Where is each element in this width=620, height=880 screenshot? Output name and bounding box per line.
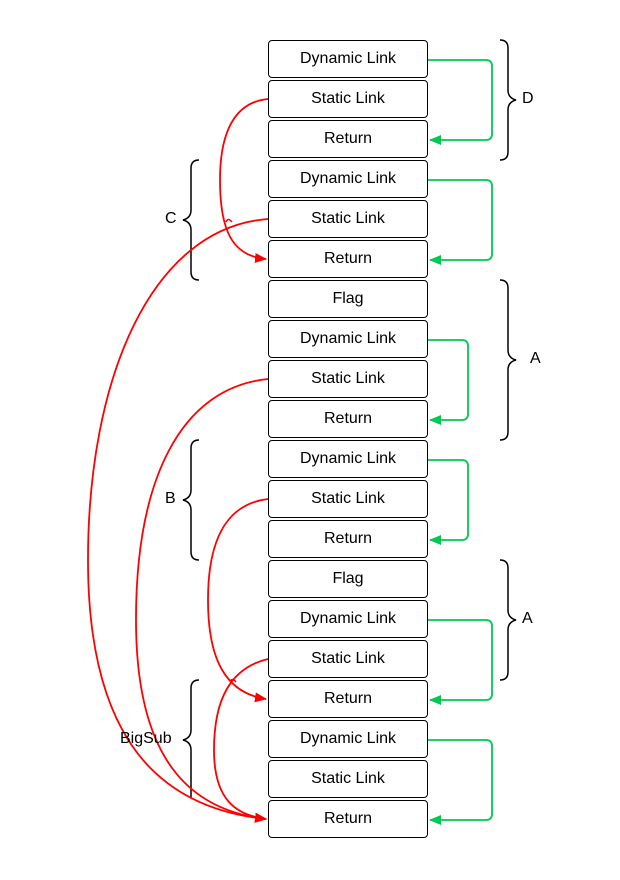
- brace-label-bigsub: BigSub: [120, 730, 172, 747]
- static-link-arrow-a2: [213, 658, 269, 823]
- brace-label-c: C: [165, 210, 177, 227]
- frame-dynamic-link: Dynamic Link: [268, 320, 428, 358]
- frame-return: Return: [268, 120, 428, 158]
- dynamic-link-arrow-a1: [428, 339, 469, 425]
- dynamic-link-arrow-b: [428, 459, 469, 545]
- frame-static-link: Static Link: [268, 80, 428, 118]
- frame-dynamic-link: Dynamic Link: [268, 40, 428, 78]
- brace-label-b: B: [165, 490, 176, 507]
- brace-d: [499, 39, 517, 161]
- frame-flag: Flag: [268, 280, 428, 318]
- frame-return: Return: [268, 520, 428, 558]
- dynamic-link-arrow-c: [428, 179, 493, 265]
- brace-label-a2: A: [522, 610, 533, 627]
- frame-dynamic-link: Dynamic Link: [268, 440, 428, 478]
- frame-return: Return: [268, 680, 428, 718]
- frame-return: Return: [268, 800, 428, 838]
- frame-dynamic-link: Dynamic Link: [268, 160, 428, 198]
- brace-a1: [499, 279, 517, 441]
- static-link-arrow-d: [219, 98, 269, 264]
- frame-static-link: Static Link: [268, 480, 428, 518]
- frame-static-link: Static Link: [268, 640, 428, 678]
- brace-label-a1: A: [530, 350, 541, 367]
- brace-label-d: D: [522, 90, 534, 107]
- frame-return: Return: [268, 240, 428, 278]
- dynamic-link-arrow-bigsub: [428, 739, 493, 825]
- frame-dynamic-link: Dynamic Link: [268, 720, 428, 758]
- brace-a2: [499, 559, 517, 681]
- line-hop: [225, 218, 233, 223]
- brace-c: [182, 159, 200, 281]
- static-link-arrow-b: [207, 498, 269, 703]
- frame-flag: Flag: [268, 560, 428, 598]
- static-link-arrow-c: [87, 218, 269, 823]
- brace-bigsub: [182, 679, 200, 798]
- frame-return: Return: [268, 400, 428, 438]
- frame-static-link: Static Link: [268, 200, 428, 238]
- frame-static-link: Static Link: [268, 360, 428, 398]
- static-link-arrow-a1: [135, 378, 269, 823]
- dynamic-link-arrow-d: [428, 59, 493, 145]
- frame-dynamic-link: Dynamic Link: [268, 600, 428, 638]
- line-hop: [229, 678, 237, 683]
- brace-b: [182, 439, 200, 561]
- frame-static-link: Static Link: [268, 760, 428, 798]
- dynamic-link-arrow-a2: [428, 619, 493, 705]
